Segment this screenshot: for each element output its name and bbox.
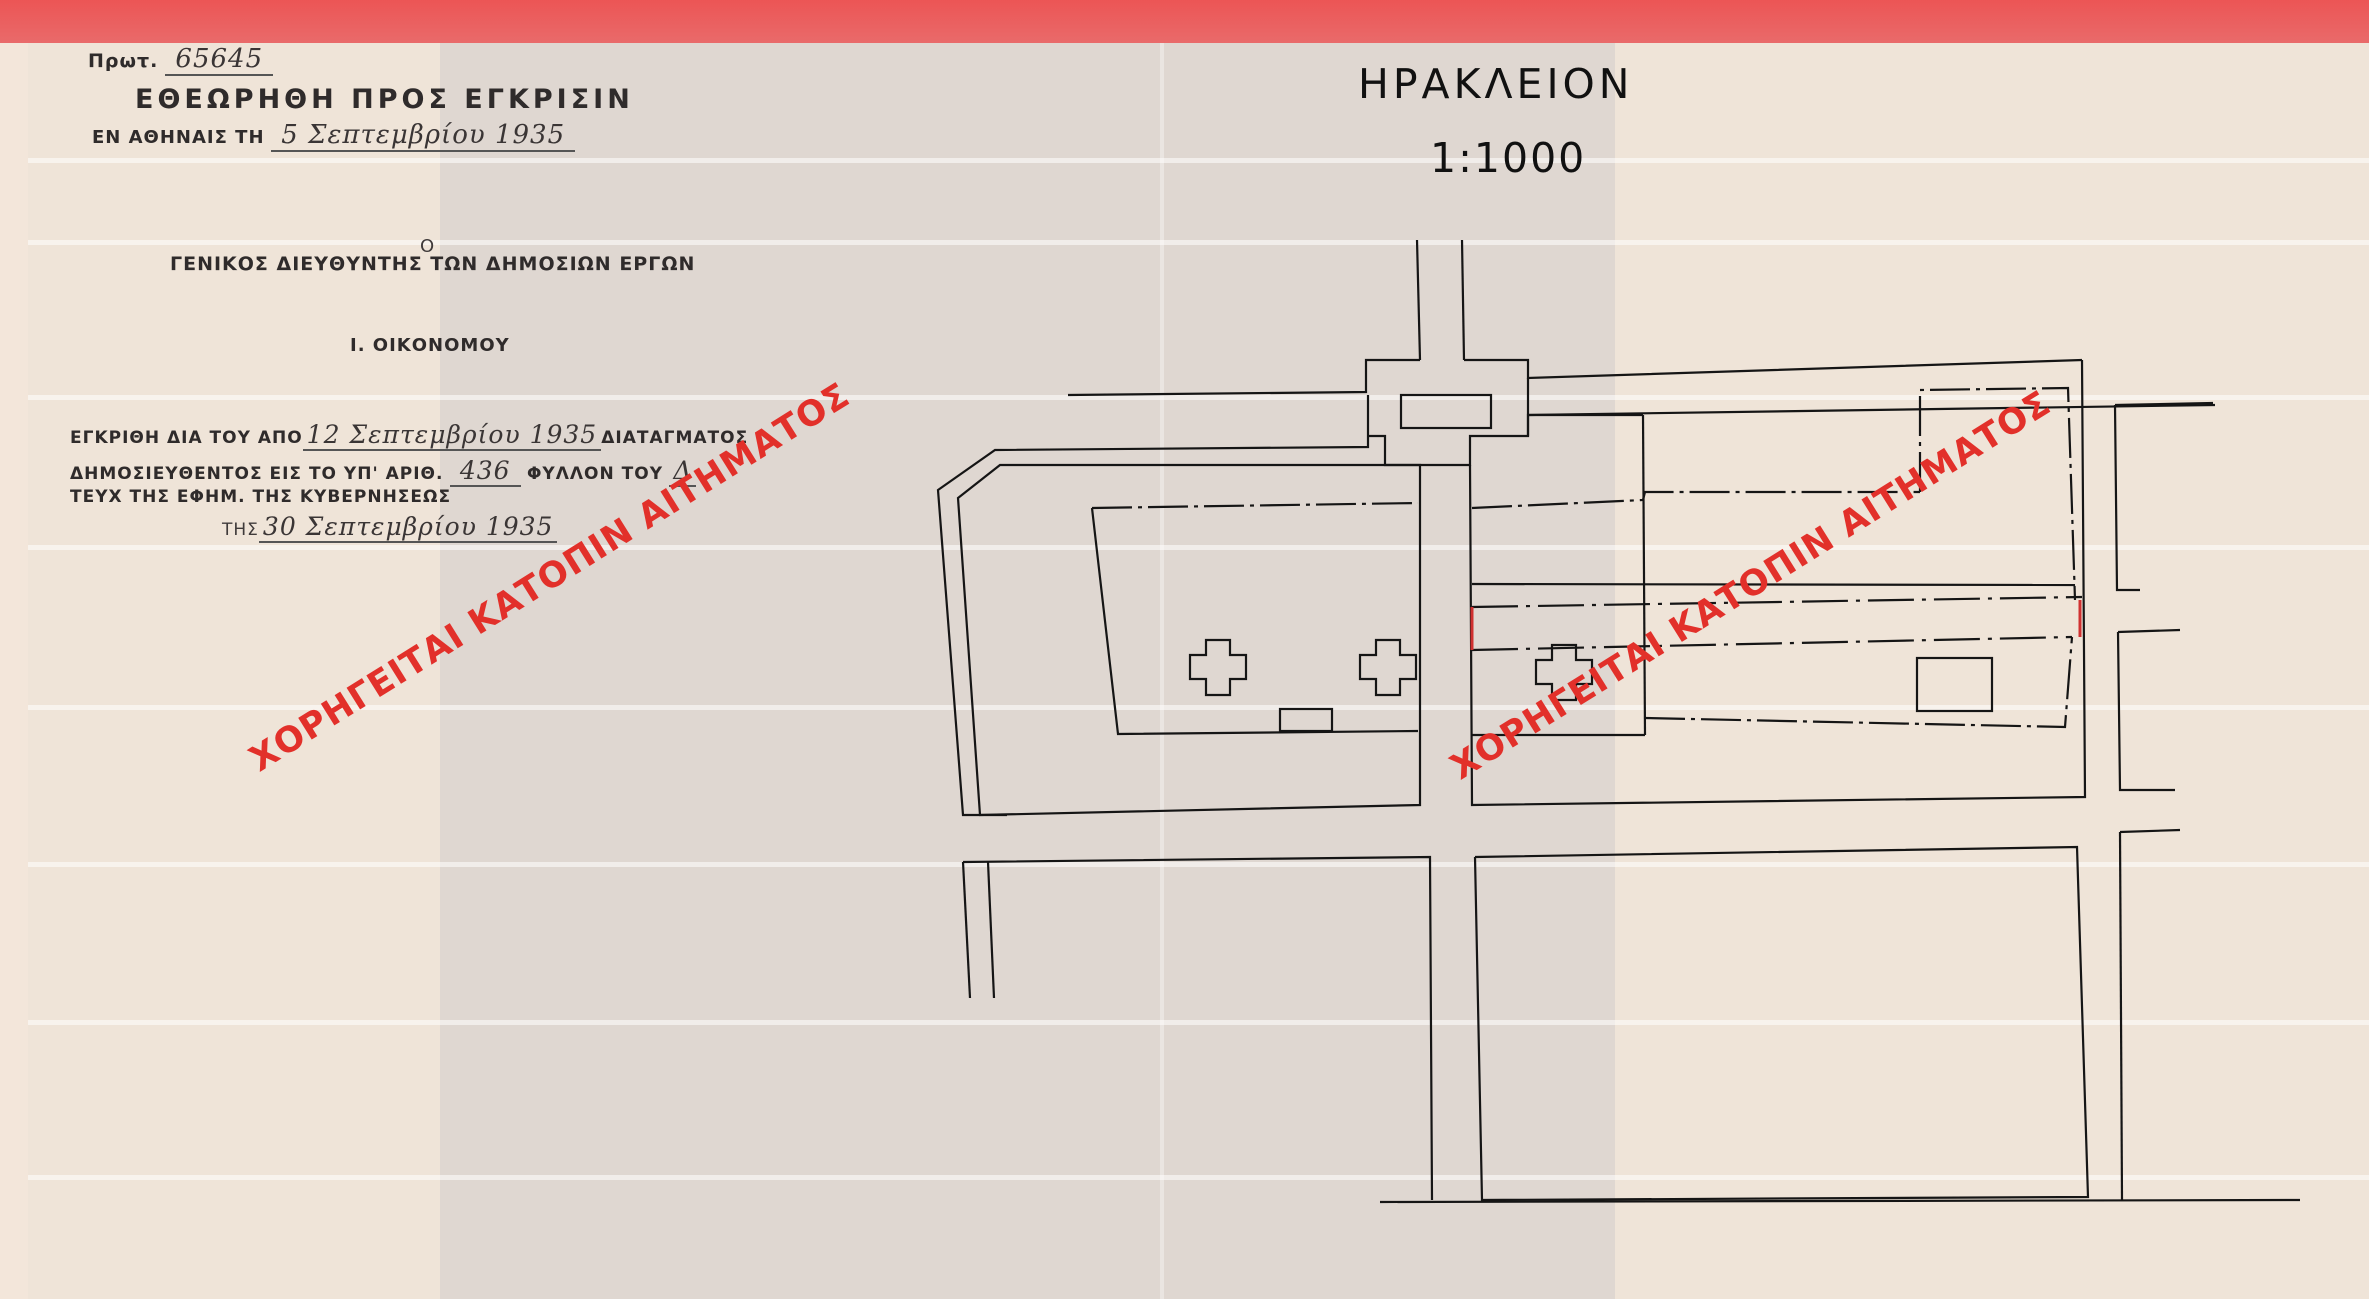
plan-scale: 1:1000 [1430,134,1587,182]
street-edge [1368,413,1643,467]
top-red-band [0,0,2369,43]
street-edge [2118,831,2124,1201]
gazette-issue: ΤΕΥΧ ΤΗΣ ΕΦΗΜ. ΤΗΣ ΚΥΒΕΡΝΗΣΕΩΣ [70,487,452,507]
block-edge [961,861,972,999]
fold-line [28,705,2369,710]
lot-line [1918,386,2077,601]
street-edge [2119,828,2181,834]
fold-line [28,395,2369,400]
lot-line [1471,582,2076,587]
fold-line [28,240,2369,245]
protocol-label: Πρωτ. [88,50,159,72]
place-date: 5 Σεπτεμβρίου 1935 [271,120,576,152]
street-edge [1527,403,2216,417]
street-edge [2113,404,2140,592]
place-prefix: ΕΝ ΑΘΗΝΑΙΣ ΤΗ [92,127,265,148]
signatory-name: Ι. ΟΙΚΟΝΟΜΟΥ [350,335,510,356]
gazette-sheet-label: ΦΥΛΛΟΝ ΤΟΥ [526,464,663,484]
lot-line [1471,635,2073,652]
street-edge [1460,239,1466,361]
signatory-article: Ο [420,236,436,257]
church-cross [1358,638,1418,697]
street-edge [1415,239,1422,361]
fold-line [1160,43,1164,1299]
review-line: ΕΘΕΩΡΗΘΗ ΠΡΟΣ ΕΓΚΡΙΣΙΝ [135,84,634,115]
lot-annex [1278,707,1334,733]
approval-decree-suffix: ΔΙΑΤΑΓΜΑΤΟΣ [601,428,749,448]
signatory-title: ΓΕΝΙΚΟΣ ΔΙΕΥΘΥΝΤΗΣ ΤΩΝ ΔΗΜΟΣΙΩΝ ΕΡΓΩΝ [170,253,696,275]
approval-line-2: ΔΗΜΟΣΙΕΥΘΕΝΤΟΣ ΕΙΣ ΤΟ ΥΠ' ΑΡΙΘ. 436 ΦΥΛΛ… [70,456,697,487]
building-footprint [1915,656,1994,713]
block-edge [956,463,1422,817]
fold-line [28,545,2369,550]
lot-line [1641,414,1647,736]
gazette-date-prefix: ΤΗΣ [222,520,259,540]
church-cross [1534,643,1594,702]
street-edge [1379,1198,2301,1204]
gazette-date: 30 Σεπτεμβρίου 1935 [258,512,558,543]
gazette-prefix: ΔΗΜΟΣΙΕΥΘΕΝΤΟΣ ΕΙΣ ΤΟ ΥΠ' ΑΡΙΘ. [70,464,444,484]
street-edge [2114,401,2214,407]
lot-line [1471,490,1920,510]
approval-line-3: ΤΕΥΧ ΤΗΣ ΕΦΗΜ. ΤΗΣ ΚΥΒΕΡΝΗΣΕΩΣ [70,487,451,507]
street-edge [2117,628,2181,634]
block-edge [986,861,996,999]
fold-line [28,1020,2369,1025]
lot-line [1471,595,2083,609]
gazette-sheet-value: Δ [669,456,697,487]
gazette-number: 436 [449,456,521,487]
fold-line [28,158,2369,163]
lot-line [1090,507,1419,736]
protocol-number: 65645 [165,44,274,76]
church-cross [1188,638,1248,697]
fold-line [28,862,2369,867]
protocol-line: Πρωτ. 65645 [88,44,274,76]
street-edge [1464,358,2083,380]
block-edge [962,855,1434,1201]
lot-line [1644,636,2074,729]
fold-line [28,1175,2369,1180]
place-date-line: ΕΝ ΑΘΗΝΑΙΣ ΤΗ 5 Σεπτεμβρίου 1935 [92,120,576,152]
block-edge [936,436,1370,817]
approval-decree-prefix: ΕΓΚΡΙΘΗ ΔΙΑ ΤΟΥ ΑΠΟ [70,428,303,448]
street-edge [1067,358,1420,397]
street-edge [2116,631,2175,792]
approval-decree-date: 12 Σεπτεμβρίου 1935 [302,420,602,451]
plan-city-title: ΗΡΑΚΛΕΙΟΝ [1358,60,1634,108]
lot-line [1091,501,1419,510]
block-edge [1473,845,2090,1202]
square-monument [1399,393,1493,430]
